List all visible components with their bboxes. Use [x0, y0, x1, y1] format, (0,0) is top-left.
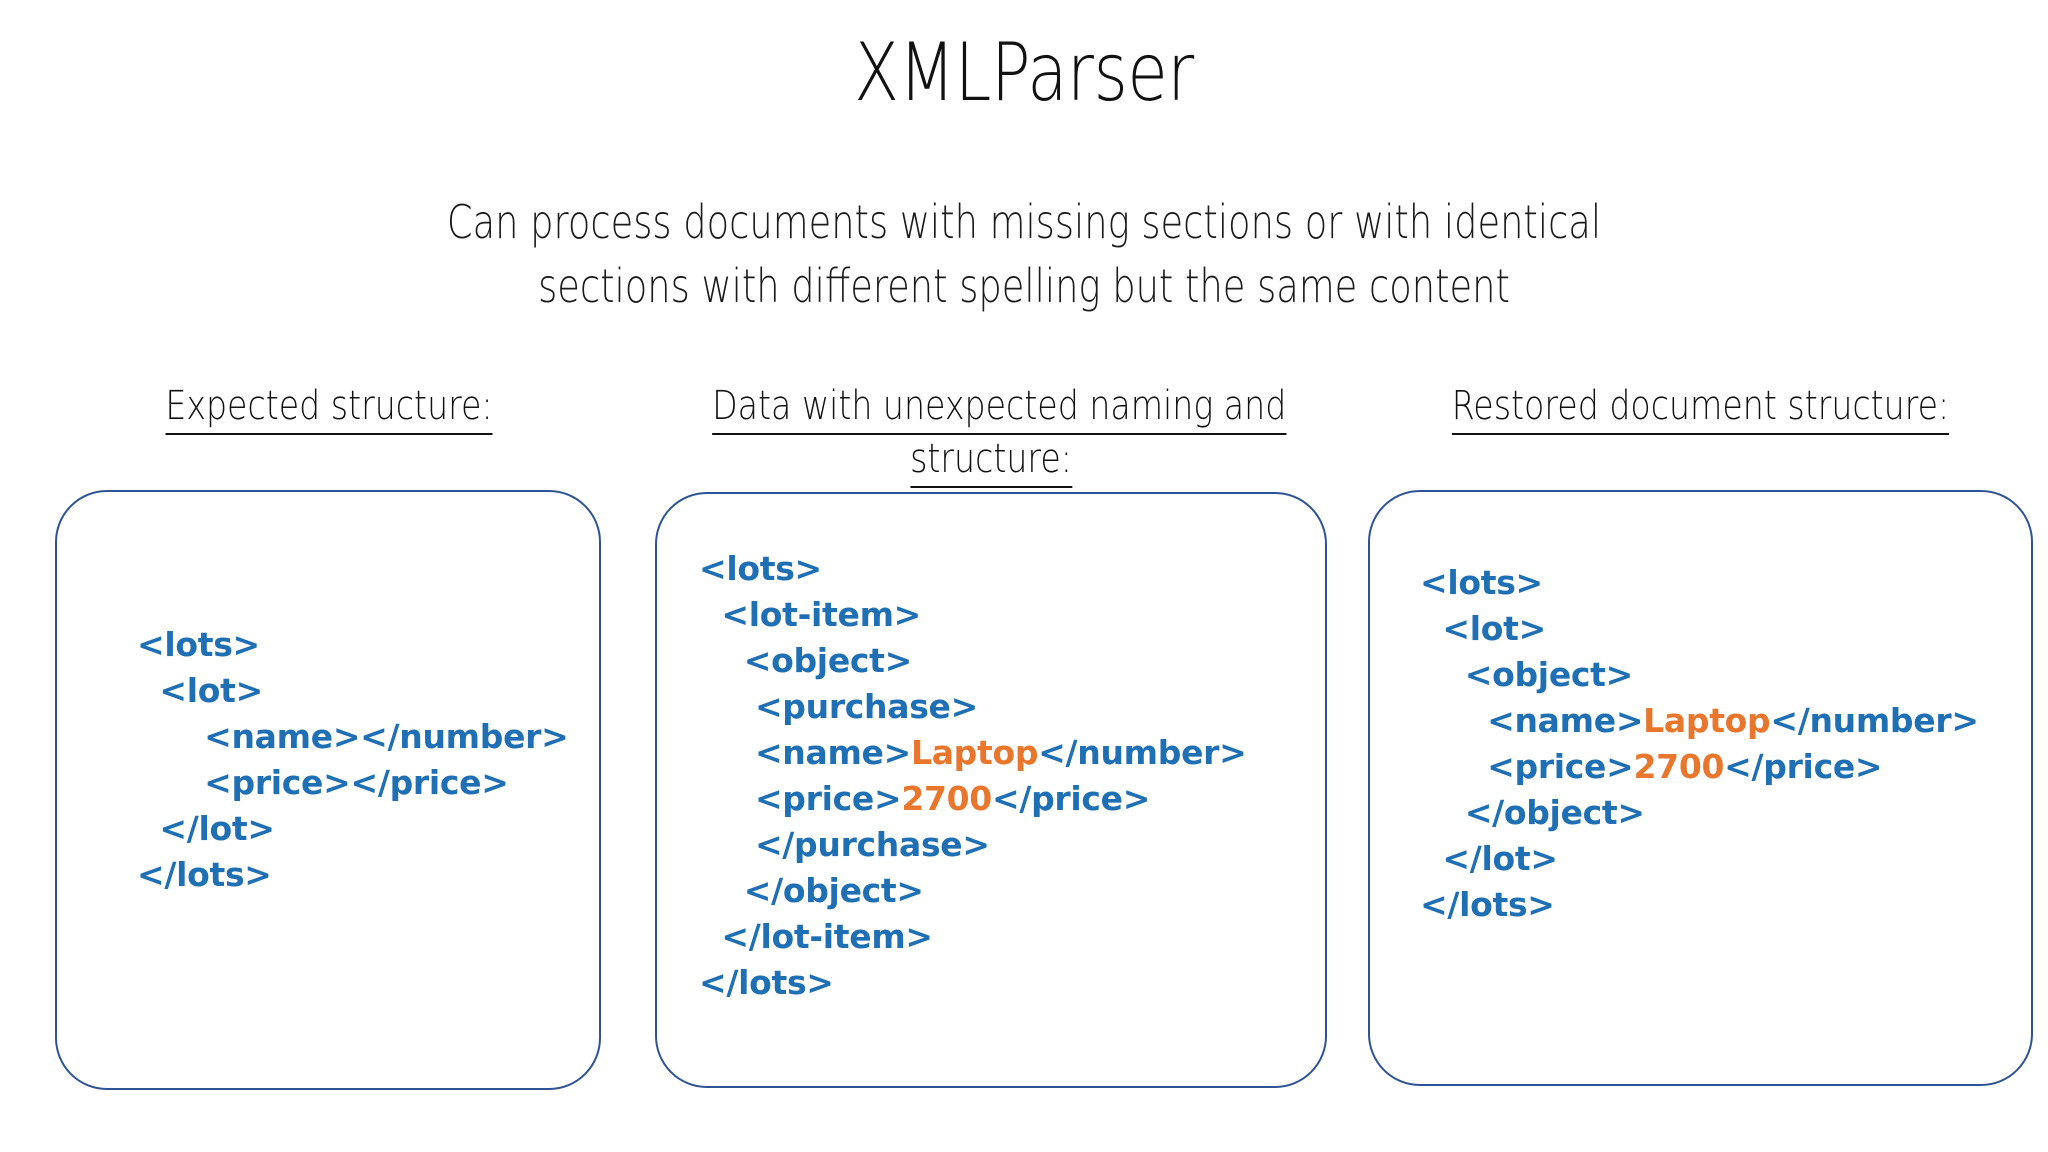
code-indent — [699, 595, 721, 634]
code-indent — [1420, 747, 1487, 786]
code-indent — [1420, 609, 1442, 648]
code-tag-close: </price> — [991, 779, 1151, 818]
code-line: <name></number> — [137, 714, 569, 760]
column-heading-unexpected-line-1: Data with unexpected naming and — [712, 383, 1287, 435]
code-line: </lots> — [699, 960, 1246, 1006]
code-tag-value: Laptop — [910, 733, 1039, 772]
column-heading-restored: Restored document structure: — [1425, 380, 1977, 435]
code-indent — [699, 917, 721, 956]
code-tag-open: <price> — [204, 763, 351, 802]
code-line: <lots> — [699, 546, 1246, 592]
code-indent — [1420, 701, 1487, 740]
code-line: <price>2700</price> — [699, 776, 1246, 822]
column-heading-unexpected: Data with unexpected naming and structur… — [712, 380, 1287, 488]
code-indent — [699, 871, 744, 910]
code-tag-open: <object> — [743, 641, 913, 680]
code-tag-open: <lots> — [1420, 563, 1543, 602]
code-tag-close: </number> — [360, 717, 569, 756]
code-listing-unexpected: <lots> <lot-item> <object> <purchase> <n… — [699, 546, 1247, 1006]
code-box-unexpected: <lots> <lot-item> <object> <purchase> <n… — [655, 492, 1327, 1088]
code-tag-close: </price> — [1724, 747, 1883, 786]
code-tag-close: </price> — [350, 763, 509, 802]
code-tag-open: </lot-item> — [721, 917, 933, 956]
code-line: </lots> — [137, 852, 568, 898]
code-indent — [1420, 793, 1465, 832]
column-expected-structure: Expected structure: — [55, 380, 603, 435]
code-tag-value: 2700 — [1633, 747, 1725, 786]
code-line: <lot-item> — [699, 592, 1246, 638]
code-line: </lot-item> — [699, 914, 1246, 960]
page-subtitle-line-2: sections with different spelling but the… — [538, 259, 1510, 313]
code-tag-open: </lots> — [699, 963, 834, 1002]
column-heading-expected-line-1: Expected structure: — [165, 383, 493, 435]
code-tag-value: Laptop — [1643, 701, 1771, 740]
code-box-restored: <lots> <lot> <object> <name>Laptop</numb… — [1368, 490, 2033, 1086]
code-tag-open: <name> — [204, 717, 361, 756]
code-tag-open: <name> — [754, 733, 911, 772]
code-tag-open: </lots> — [1420, 885, 1555, 924]
code-indent — [1420, 839, 1442, 878]
code-tag-open: <purchase> — [754, 687, 978, 726]
code-tag-open: <name> — [1487, 701, 1644, 740]
code-indent — [137, 717, 204, 756]
code-tag-open: </lot> — [159, 809, 275, 848]
code-tag-value: 2700 — [901, 779, 992, 818]
code-tag-close: </number> — [1038, 733, 1247, 772]
code-tag-close: </number> — [1770, 701, 1979, 740]
code-tag-open: <lot-item> — [721, 595, 921, 634]
code-indent — [137, 809, 159, 848]
code-tag-open: </lots> — [137, 855, 272, 894]
code-line: </lot> — [137, 806, 568, 852]
code-tag-open: <lots> — [137, 625, 260, 664]
code-tag-open: </object> — [1464, 793, 1645, 832]
code-line: <lots> — [137, 622, 568, 668]
code-indent — [699, 825, 755, 864]
code-listing-expected: <lots> <lot> <name></number> <price></pr… — [137, 622, 569, 898]
code-line: <purchase> — [699, 684, 1246, 730]
code-line: <price></price> — [137, 760, 568, 806]
column-restored-structure: Restored document structure: — [1368, 380, 2033, 435]
code-line: </lot> — [1420, 836, 1979, 882]
page-subtitle-line-1: Can process documents with missing secti… — [446, 195, 1602, 249]
code-tag-open: </object> — [743, 871, 924, 910]
page-subtitle: Can process documents with missing secti… — [205, 190, 1843, 318]
code-tag-open: <price> — [1487, 747, 1634, 786]
code-line: <name>Laptop</number> — [1420, 698, 1979, 744]
code-line: <lot> — [137, 668, 568, 714]
code-tag-open: <lot> — [1442, 609, 1546, 648]
code-indent — [699, 779, 755, 818]
code-indent — [137, 671, 159, 710]
code-line: <price>2700</price> — [1420, 744, 1979, 790]
code-indent — [699, 687, 755, 726]
column-heading-expected: Expected structure: — [102, 380, 557, 435]
column-heading-unexpected-line-2: structure: — [910, 436, 1072, 488]
code-indent — [1420, 655, 1465, 694]
code-line: <object> — [699, 638, 1246, 684]
code-line: <lot> — [1420, 606, 1979, 652]
page-title: XMLParser — [854, 26, 1194, 119]
code-tag-open: <lot> — [159, 671, 263, 710]
code-tag-open: <lots> — [699, 549, 822, 588]
code-line: </purchase> — [699, 822, 1246, 868]
code-tag-open: <object> — [1464, 655, 1634, 694]
column-unexpected-data: Data with unexpected naming and structur… — [655, 380, 1327, 488]
code-line: <object> — [1420, 652, 1979, 698]
code-tag-open: </lot> — [1442, 839, 1558, 878]
code-box-expected: <lots> <lot> <name></number> <price></pr… — [55, 490, 601, 1090]
code-listing-restored: <lots> <lot> <object> <name>Laptop</numb… — [1420, 560, 1979, 928]
code-tag-open: <price> — [754, 779, 902, 818]
code-indent — [699, 733, 755, 772]
column-heading-restored-line-1: Restored document structure: — [1452, 383, 1950, 435]
code-line: </object> — [1420, 790, 1979, 836]
code-indent — [699, 641, 744, 680]
code-line: </object> — [699, 868, 1246, 914]
code-tag-open: </purchase> — [754, 825, 990, 864]
code-line: <name>Laptop</number> — [699, 730, 1247, 776]
code-line: <lots> — [1420, 560, 1979, 606]
code-indent — [137, 763, 204, 802]
code-line: </lots> — [1420, 882, 1979, 928]
